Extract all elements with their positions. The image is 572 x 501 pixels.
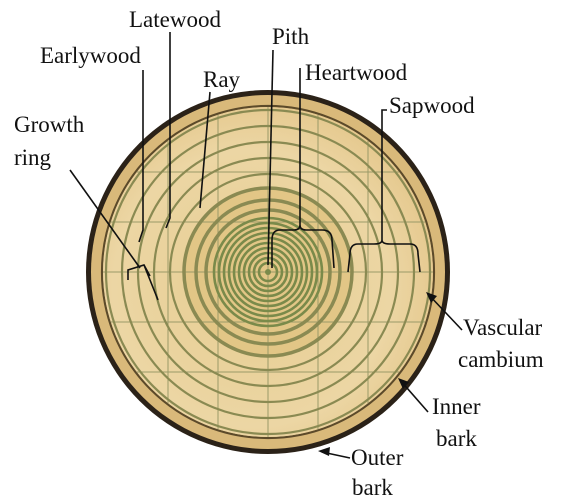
earlywood-label: Earlywood: [40, 43, 141, 68]
inner-bark-label-line2: bark: [436, 426, 477, 451]
outer-bark-label-line1: Outer: [351, 445, 404, 470]
sapwood-label: Sapwood: [389, 93, 475, 118]
growth-ring-label-line2: ring: [14, 145, 52, 170]
outer-bark-arrowhead: [318, 447, 330, 456]
inner-bark-label-line1: Inner: [432, 394, 481, 419]
vascular-cambium-label-line2: cambium: [458, 347, 544, 372]
vascular-cambium-label-line1: Vascular: [463, 315, 543, 340]
outer-bark-label-line2: bark: [352, 475, 393, 500]
ray-label: Ray: [203, 67, 241, 92]
pith-label: Pith: [272, 24, 310, 49]
log-cross-section: [86, 90, 450, 454]
heartwood-label: Heartwood: [305, 60, 408, 85]
pith: [265, 269, 271, 275]
latewood-label: Latewood: [129, 7, 221, 32]
growth-ring-label-line1: Growth: [14, 112, 85, 137]
